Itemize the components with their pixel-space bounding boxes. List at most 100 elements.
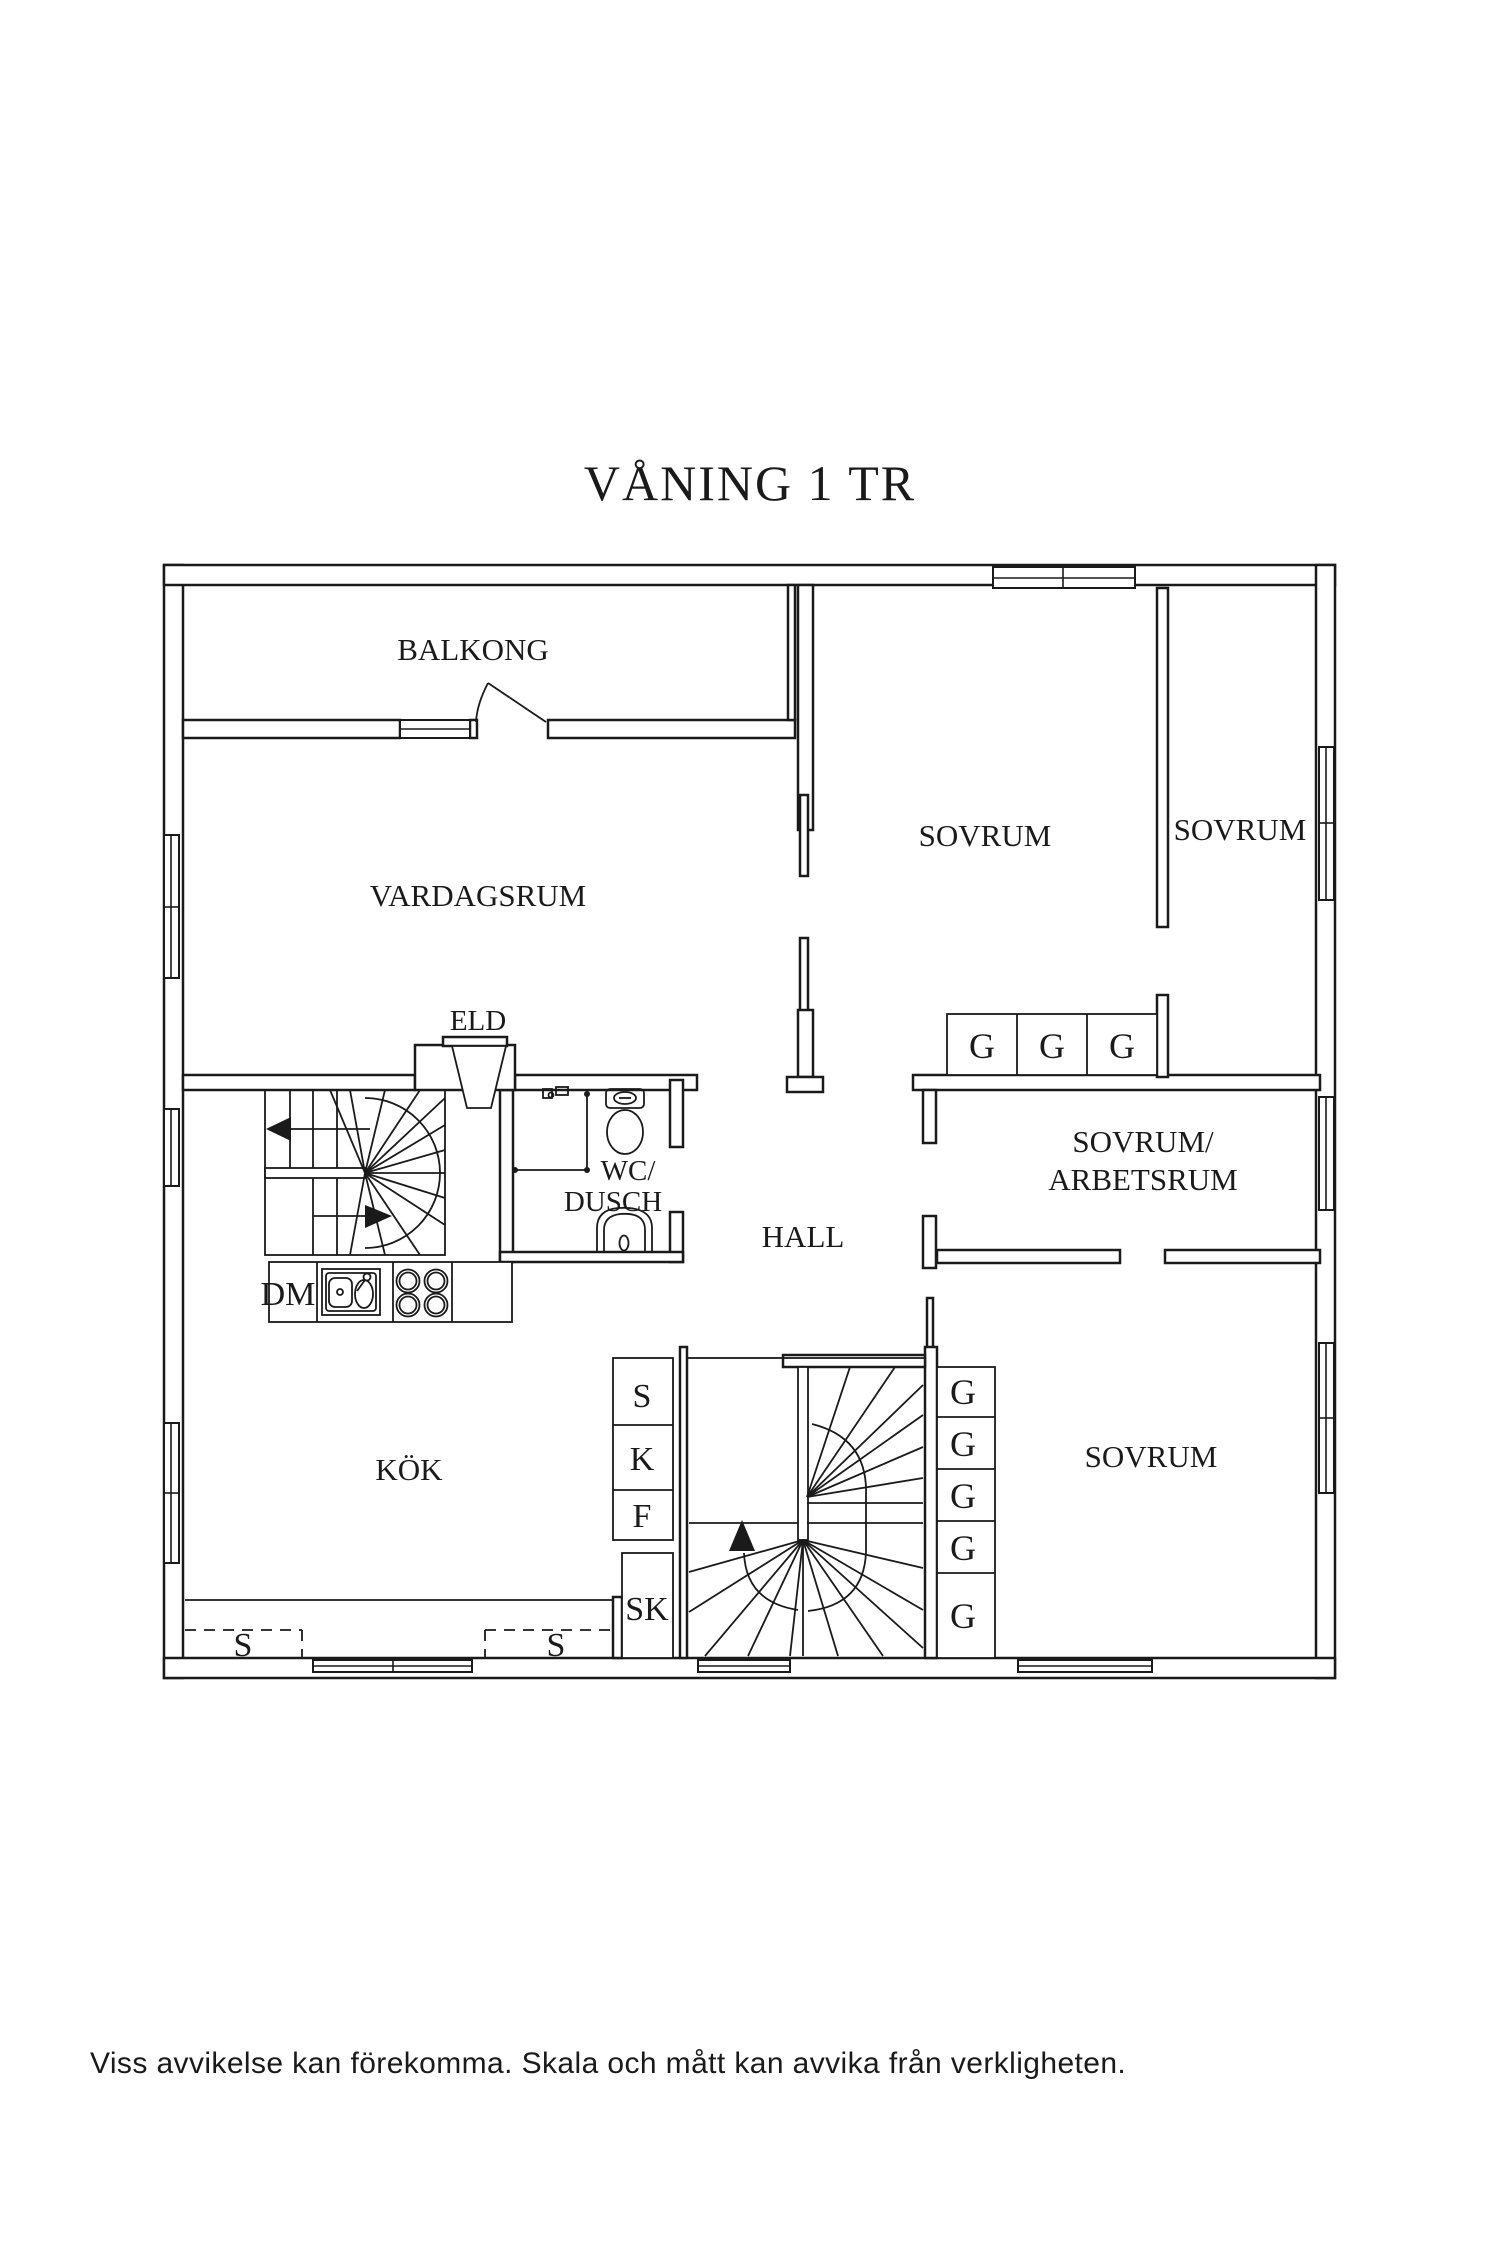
- kitchen-counter: DM: [261, 1261, 513, 1323]
- bedroom-bottom-label: SOVRUM: [1085, 1439, 1218, 1474]
- wall-office-bottom-left: [935, 1248, 1122, 1265]
- kitchen-wardrobes: S S: [185, 1599, 613, 1664]
- wall-stair-top: [781, 1353, 927, 1369]
- window-bottom-kitchen: [312, 1659, 473, 1673]
- closet-label: G: [1109, 1026, 1135, 1066]
- stair-lower: [686, 1357, 926, 1659]
- closet-label: G: [969, 1026, 995, 1066]
- kitchen-label: KÖK: [375, 1452, 443, 1487]
- window-balcony-wall: [399, 719, 471, 739]
- office-door-jamb-top: [921, 1088, 938, 1145]
- office-door-jamb-bottom: [921, 1214, 938, 1270]
- wall-kitchen-sk: [611, 1595, 624, 1660]
- dishwasher-label: DM: [261, 1276, 316, 1313]
- wall-wc-right-upper: [668, 1078, 685, 1149]
- windows: [163, 566, 1335, 1673]
- arrow-left-icon: [266, 1117, 291, 1141]
- shower-curtain-rail: [512, 1091, 590, 1173]
- wall-living-bedroom-lower: [796, 1008, 815, 1079]
- closet-column-box: [936, 1366, 996, 1659]
- door-leaf: [487, 682, 547, 723]
- closet-label: G: [950, 1372, 976, 1412]
- living-room-label: VARDAGSRUM: [370, 878, 587, 913]
- wall-living-bottom-left: [181, 1073, 417, 1092]
- wall-balcony-right: [786, 583, 797, 722]
- wall-office-top: [911, 1073, 1322, 1092]
- disclaimer-text: Viss avvikelse kan förekomma. Skala och …: [90, 2047, 1126, 2080]
- fireplace-label: ELD: [450, 1005, 506, 1037]
- wall-balcony-bottom-left: [181, 718, 402, 740]
- wall-foot-hall: [785, 1075, 825, 1094]
- window-bottom-stair: [697, 1659, 791, 1673]
- stair-lower-rail-right: [807, 1423, 867, 1612]
- wall-wc-bottom: [498, 1250, 685, 1264]
- window-top-bedroom: [992, 566, 1136, 589]
- closet-row-top-box: [946, 1013, 1158, 1076]
- arrow-right-icon: [365, 1205, 392, 1228]
- door-swing-arc: [475, 682, 489, 723]
- kitchen-sink: [321, 1268, 381, 1316]
- chimney-flue: [450, 1045, 508, 1109]
- stair-lower-rail-left: [743, 1552, 799, 1611]
- washbasin: [596, 1206, 653, 1252]
- hall-label: HALL: [762, 1219, 845, 1254]
- wall-balcony-post: [468, 718, 479, 740]
- stair-lower-direction-up: [729, 1520, 755, 1551]
- pantry-label: S: [633, 1378, 652, 1415]
- shower-mixer: [542, 1086, 569, 1099]
- bedroom-right-label: SOVRUM: [1174, 812, 1307, 847]
- closet-label: G: [1039, 1026, 1065, 1066]
- stair-lower-outline: [686, 1357, 926, 1659]
- wardrobe-left: S: [185, 1627, 303, 1664]
- unit-column-box: [612, 1357, 674, 1541]
- bedroom-top-label: SOVRUM: [919, 818, 1052, 853]
- wall-stair-right: [923, 1345, 939, 1660]
- stair-lower-newel: [797, 1366, 809, 1541]
- bathroom-fixtures: [512, 1086, 653, 1252]
- page-title: VÅNING 1 TR: [584, 455, 916, 511]
- stair-upper-arc: [364, 1097, 441, 1249]
- fridge-label: K: [630, 1441, 655, 1478]
- wc-label-line2: DUSCH: [564, 1186, 662, 1218]
- wardrobe-right: S: [484, 1627, 613, 1664]
- wall-living-bedroom-upper: [796, 583, 815, 832]
- wall-closet-right: [1155, 993, 1170, 1079]
- sliding-door-panel-lower: [798, 936, 810, 1019]
- cleaning-closet-box: [621, 1552, 674, 1659]
- arrow-up-icon: [729, 1520, 755, 1551]
- wall-stair-left: [678, 1345, 689, 1660]
- closet-label: G: [950, 1596, 976, 1636]
- window-left-stair: [163, 1108, 180, 1187]
- bedroom-office-label-line2: ARBETSRUM: [1048, 1162, 1237, 1197]
- window-right-office: [1318, 1096, 1335, 1211]
- room-labels: BALKONG VARDAGSRUM SOVRUM SOVRUM SOVRUM/…: [370, 632, 1307, 1487]
- wall-bedroom-divider: [1155, 586, 1170, 929]
- counter-outline: [268, 1261, 513, 1323]
- interior-walls: [181, 583, 1322, 1660]
- closet-row-top: G G G: [946, 1013, 1158, 1076]
- wc-label-line1: WC/: [601, 1155, 657, 1187]
- wardrobe-label: S: [234, 1627, 253, 1664]
- wall-office-bottom-right: [1163, 1248, 1322, 1265]
- stair-upper-direction-down: [313, 1205, 392, 1228]
- stair-upper-landing: [264, 1167, 366, 1179]
- closet-label: G: [950, 1476, 976, 1516]
- bedroom-office-label-line1: SOVRUM/: [1072, 1124, 1214, 1159]
- kitchen-tall-units: S K F SK: [612, 1357, 674, 1659]
- window-left-kitchen: [163, 1422, 180, 1564]
- toilet: [605, 1088, 645, 1155]
- stair-lower-treads: [688, 1366, 924, 1657]
- outer-wall-top: [162, 563, 1337, 587]
- sliding-door-panel-upper: [798, 793, 810, 878]
- closet-label: G: [950, 1424, 976, 1464]
- wall-wc-left: [498, 1088, 515, 1264]
- chimney-lip: [441, 1035, 509, 1048]
- window-right-bedroom: [1318, 746, 1335, 901]
- wall-balcony-bottom-right: [546, 718, 797, 740]
- balcony-label: BALKONG: [397, 632, 549, 667]
- stove: [395, 1268, 449, 1318]
- window-left-living: [163, 834, 180, 979]
- wardrobe-label: S: [547, 1627, 566, 1664]
- balcony-door: [475, 682, 547, 723]
